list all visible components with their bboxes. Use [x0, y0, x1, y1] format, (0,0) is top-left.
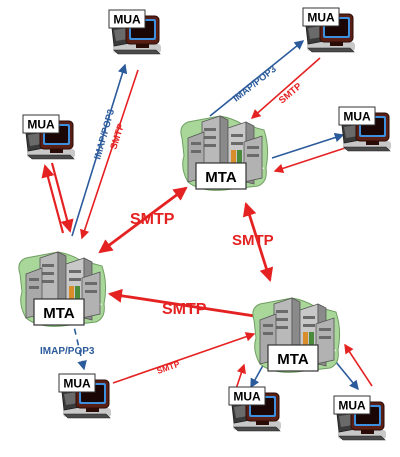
mua-top-right-node: MUA	[302, 7, 356, 53]
smtp-bottom-diagonal-label: SMTP	[155, 359, 181, 376]
mua-right-node: MUA	[338, 106, 392, 152]
edge-imap-to-mua-top-center	[71, 63, 128, 237]
mua-right-label: MUA	[343, 110, 371, 124]
mua-top-center-node: MUA	[108, 9, 162, 55]
mua-bottom-left-label: MUA	[63, 377, 91, 391]
mta-bottom-right-node: MTA	[252, 297, 341, 374]
mua-bottom-center-node: MUA	[228, 386, 282, 432]
mua-bottom-center-label: MUA	[233, 390, 261, 404]
edge-to-mua-right	[271, 132, 345, 159]
imap-top-right-label: IMAP/POP3	[231, 64, 279, 105]
edge-smtp-top-right-to-bottom-right	[242, 201, 274, 283]
edge-smtp-from-mua-top-center	[80, 69, 139, 240]
edge-imap-to-mua-top-right	[209, 40, 305, 117]
edge-from-mua-right	[273, 147, 346, 174]
imap-bottom-left-label: IMAP/POP3	[40, 346, 95, 357]
mua-top-center-label: MUA	[113, 13, 141, 27]
edge-smtp-from-mua-top-right	[250, 57, 321, 119]
edge-mua-top-left-to-mta-left	[50, 162, 74, 233]
mta-top-right-label: MTA	[205, 169, 237, 186]
mua-bottom-right-label: MUA	[338, 399, 366, 413]
mta-top-right-node: MTA	[180, 115, 269, 192]
edge-from-mua-bottom-right	[344, 343, 373, 387]
nodes: MTA MTA MTA MUA MUA MUA MUA	[18, 7, 392, 441]
smtp-left-upper-label: SMTP	[130, 211, 175, 228]
mta-left-node: MTA	[18, 251, 107, 328]
smtp-middle-label: SMTP	[162, 301, 207, 318]
mua-top-left-label: MUA	[27, 118, 55, 132]
edge-smtp-left-to-top-right	[98, 186, 188, 254]
mta-bottom-right-label: MTA	[277, 351, 309, 368]
edge-smtp-left-to-bottom-right	[107, 288, 271, 324]
mta-left-label: MTA	[43, 305, 75, 322]
mua-top-left-node: MUA	[22, 114, 76, 160]
mua-top-right-label: MUA	[307, 11, 335, 25]
edge-imap-to-mua-bottom-left	[71, 317, 87, 371]
mua-bottom-left-node: MUA	[58, 373, 112, 419]
mua-bottom-right-node: MUA	[333, 395, 387, 441]
edge-smtp-from-mua-bottom-left	[112, 332, 256, 384]
edge-mta-left-to-mua-top-left	[41, 164, 65, 234]
smtp-right-vertical-label: SMTP	[232, 232, 274, 249]
edge-from-mua-bottom-center	[235, 363, 246, 390]
